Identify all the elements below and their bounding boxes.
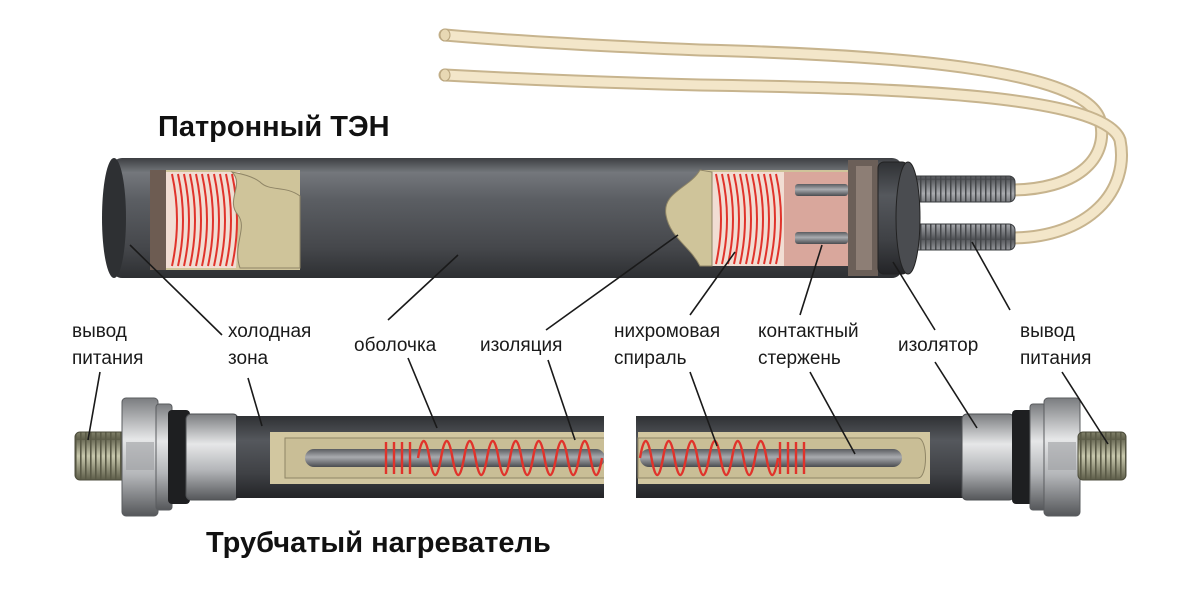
label-power-lead-left-line2: питания <box>72 348 143 369</box>
tubular-left-segment <box>236 414 640 502</box>
cartridge-heater <box>102 28 1128 278</box>
tubular-title: Трубчатый нагреватель <box>206 527 551 559</box>
label-contact-rod-line2: стержень <box>758 348 841 369</box>
label-insulator: изолятор <box>898 335 978 356</box>
tubular-spiral-left <box>384 439 604 477</box>
tubular-heater <box>74 397 1127 517</box>
cartridge-spiral-right <box>715 173 782 265</box>
tubular-contact-rod-right <box>640 449 902 467</box>
cartridge-left-cutaway <box>150 170 301 270</box>
tubular-left-terminal <box>74 397 239 517</box>
cartridge-right-cutaway <box>665 169 848 267</box>
tubular-right-segment <box>636 416 966 498</box>
label-insulation: изоляция <box>480 335 562 356</box>
label-power-lead-right-line2: питания <box>1020 348 1091 369</box>
label-contact-rod-line1: контактный <box>758 321 859 342</box>
label-cold-zone-line2: зона <box>228 348 269 369</box>
cartridge-lead-wires <box>438 28 1128 245</box>
label-spiral-line1: нихромовая <box>614 321 720 342</box>
cartridge-spiral-left <box>171 173 238 267</box>
tubular-spiral-right <box>638 439 806 477</box>
cartridge-title: Патронный ТЭН <box>158 111 390 143</box>
tubular-contact-rod-left <box>305 449 605 467</box>
tubular-right-terminal <box>961 397 1127 517</box>
label-power-lead-left-line1: вывод <box>72 321 127 342</box>
label-cold-zone-line1: холодная <box>228 321 311 342</box>
cartridge-terminals <box>904 175 1016 251</box>
cartridge-end-cap <box>102 158 126 278</box>
cartridge-insulator <box>848 160 921 276</box>
leader-lines <box>87 234 1109 455</box>
label-power-lead-right-line1: вывод <box>1020 321 1075 342</box>
label-sheath: оболочка <box>354 335 437 356</box>
label-spiral-line2: спираль <box>614 348 687 369</box>
